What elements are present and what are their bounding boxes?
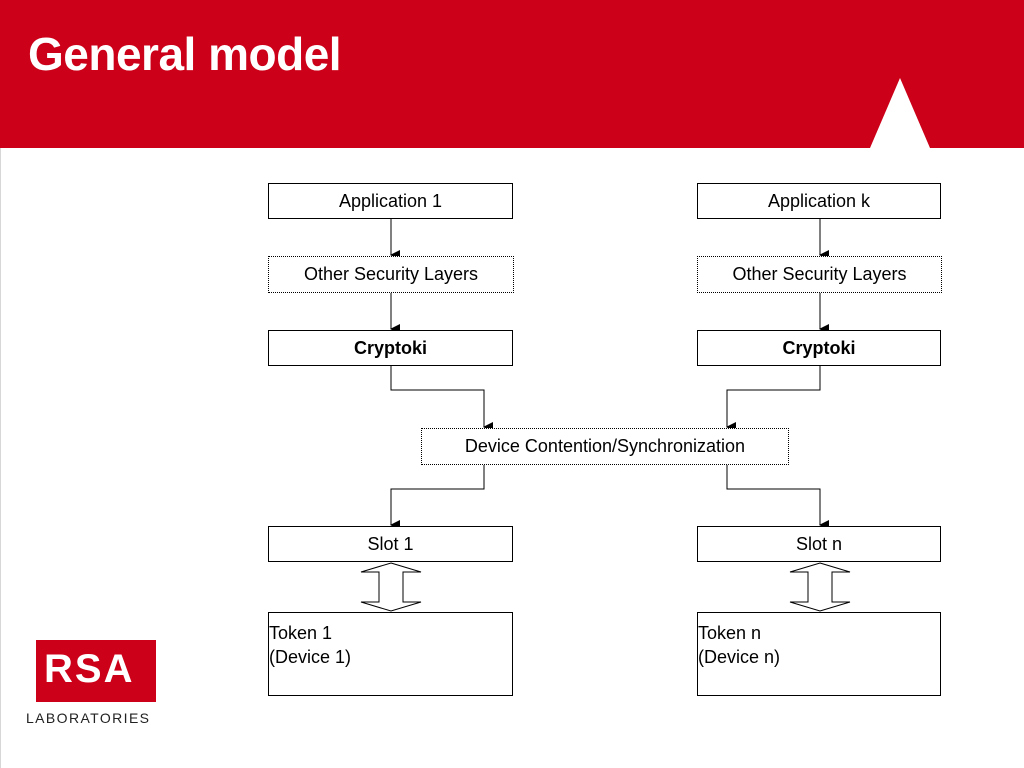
rsa-logo-mark: RSA bbox=[44, 647, 135, 691]
cryptoki-left-label: Cryptoki bbox=[353, 337, 427, 358]
device-contention-label: Device Contention/Synchronization bbox=[464, 436, 746, 456]
application-k-box: Application k bbox=[697, 183, 941, 219]
token-1-box: Token 1 (Device 1) bbox=[268, 612, 513, 696]
device-contention-box: Device Contention/Synchronization bbox=[421, 428, 789, 465]
device-1-label: (Device 1) bbox=[269, 647, 352, 667]
rsa-logo-subtitle: LABORATORIES bbox=[26, 710, 151, 726]
slot-1-box: Slot 1 bbox=[268, 526, 513, 562]
left-rule bbox=[0, 148, 1, 768]
double-arrow-slot1-token1 bbox=[360, 562, 422, 612]
slot-n-label: Slot n bbox=[795, 533, 843, 554]
page-title: General model bbox=[28, 28, 342, 80]
cryptoki-right-box: Cryptoki bbox=[697, 330, 941, 366]
cryptoki-left-box: Cryptoki bbox=[268, 330, 513, 366]
double-arrow-slotn-tokenn bbox=[789, 562, 851, 612]
header-triangle-notch bbox=[870, 78, 930, 148]
arrow-center-to-slot1 bbox=[390, 465, 485, 530]
application-1-box: Application 1 bbox=[268, 183, 513, 219]
header-band: General model bbox=[0, 0, 1024, 148]
security-layers-right-box: Other Security Layers bbox=[697, 256, 942, 293]
cryptoki-right-label: Cryptoki bbox=[782, 337, 856, 358]
security-layers-left-box: Other Security Layers bbox=[268, 256, 514, 293]
arrow-cryptoki-left-to-center bbox=[390, 366, 493, 432]
slot-n-box: Slot n bbox=[697, 526, 941, 562]
rsa-logo bbox=[36, 640, 156, 702]
token-n-box: Token n (Device n) bbox=[697, 612, 941, 696]
arrow-center-to-slotn bbox=[726, 465, 829, 530]
application-k-label: Application k bbox=[767, 190, 871, 211]
security-layers-left-label: Other Security Layers bbox=[303, 264, 479, 284]
slot-1-label: Slot 1 bbox=[367, 533, 414, 554]
security-layers-right-label: Other Security Layers bbox=[732, 264, 907, 284]
device-n-label: (Device n) bbox=[698, 647, 781, 667]
arrow-cryptoki-right-to-center bbox=[726, 366, 821, 432]
token-n-label: Token n bbox=[698, 623, 762, 643]
application-1-label: Application 1 bbox=[338, 190, 443, 211]
token-1-label: Token 1 bbox=[269, 623, 333, 643]
